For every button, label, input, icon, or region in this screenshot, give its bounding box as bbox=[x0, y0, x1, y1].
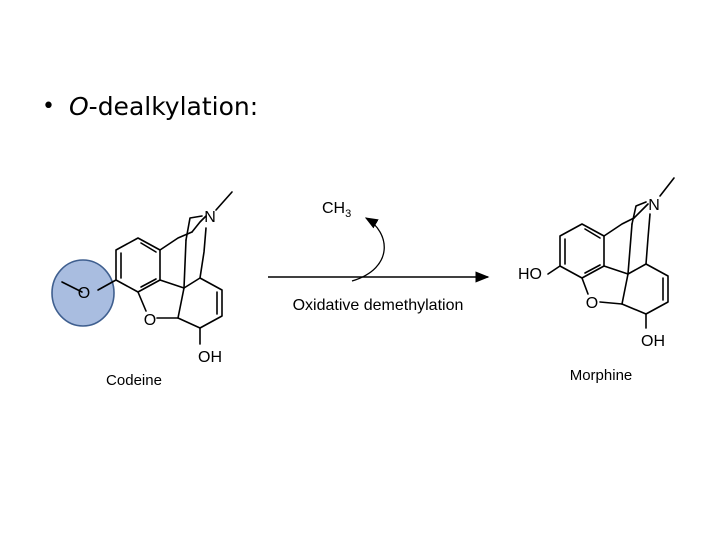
arrow-condition-label: Oxidative demethylation bbox=[293, 297, 464, 314]
heading-text: -dealkylation: bbox=[88, 91, 259, 121]
codeine-ring-o: O bbox=[144, 312, 156, 329]
heading-italic-o: O bbox=[68, 91, 89, 121]
leaving-group-sub: 3 bbox=[345, 208, 351, 220]
morphine-hydroxyl-left: HO bbox=[518, 266, 542, 283]
codeine-hydroxyl: OH bbox=[198, 349, 222, 366]
codeine-nitrogen: N bbox=[204, 209, 216, 226]
codeine-structure: O O N OH Codeine bbox=[51, 191, 233, 389]
morphine-caption: Morphine bbox=[570, 367, 633, 384]
reaction-arrow-group: CH3 Oxidative demethylation bbox=[268, 200, 490, 314]
codeine-caption: Codeine bbox=[106, 372, 162, 389]
morphine-structure: HO O N OH Morphine bbox=[518, 177, 675, 384]
morphine-hydroxyl: OH bbox=[641, 333, 665, 350]
codeine-methoxy-o: O bbox=[78, 285, 90, 302]
methoxy-highlight bbox=[51, 259, 115, 327]
leaving-group-label: CH3 bbox=[322, 200, 351, 220]
leaving-group-ch: CH bbox=[322, 200, 345, 217]
section-heading: • O -dealkylation: bbox=[42, 86, 258, 126]
morphine-nitrogen: N bbox=[648, 197, 660, 214]
bullet-marker: • bbox=[42, 93, 55, 119]
morphine-ring-o: O bbox=[586, 295, 598, 312]
curved-leaving-arrow bbox=[351, 217, 385, 282]
